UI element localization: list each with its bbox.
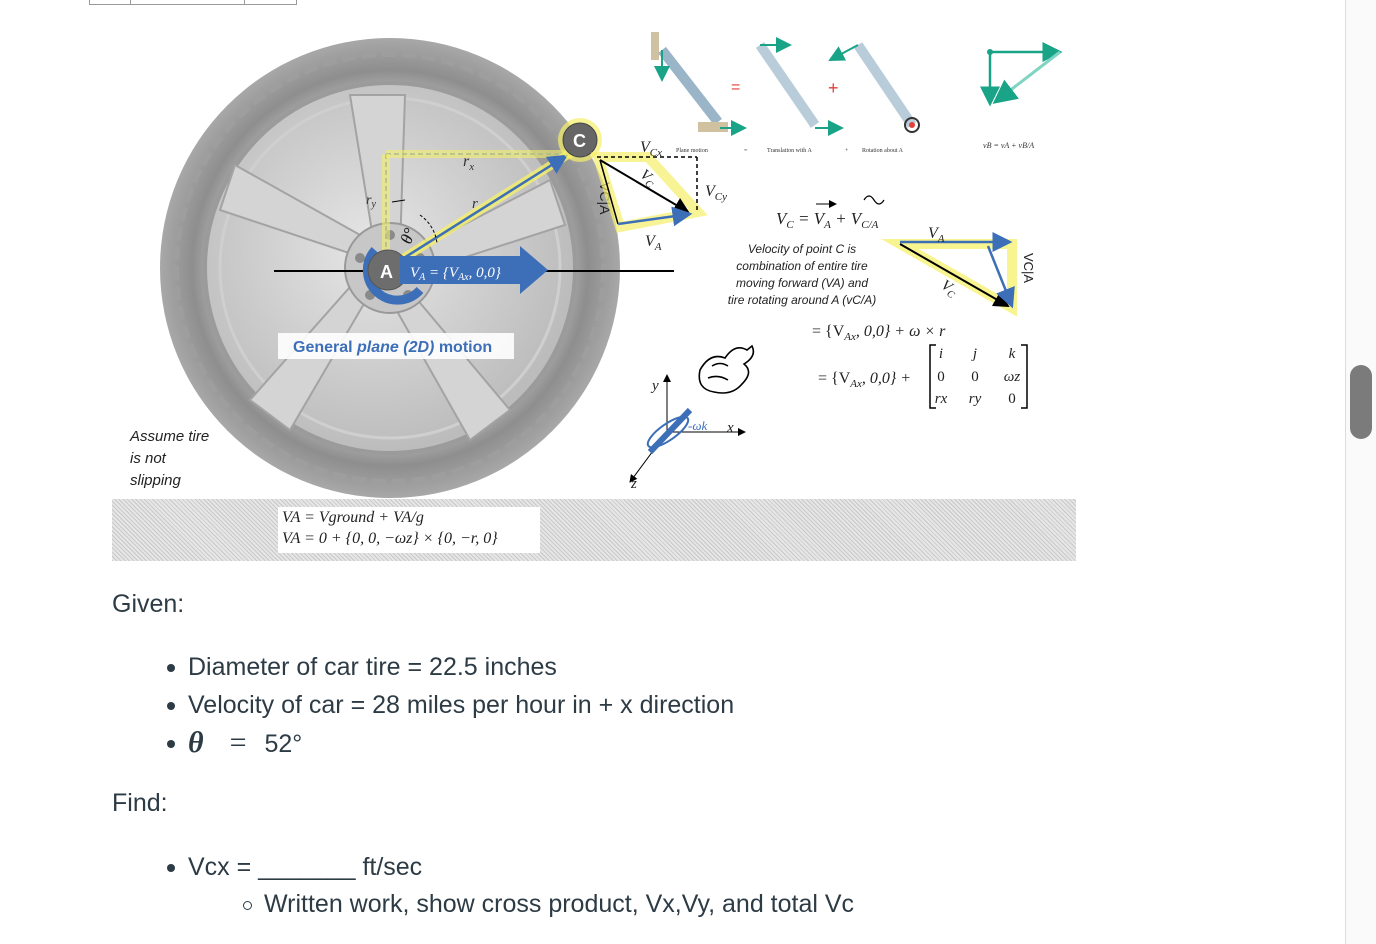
cross-product-eq1: = {VAx, 0,0} + ω × r: [812, 323, 946, 343]
tab-strip: [89, 0, 297, 5]
svg-text:Plane motion: Plane motion: [676, 148, 708, 154]
point-a-label: A: [380, 262, 393, 282]
svg-text:z: z: [630, 476, 637, 492]
scrollbar-thumb[interactable]: [1350, 365, 1372, 439]
given-item-theta: θ = 52°: [166, 724, 734, 762]
find-subitem-written-work: Written work, show cross product, Vx,Vy,…: [242, 885, 854, 923]
va-ground-equations: VA = Vground + VA/g VA = 0 + {0, 0, −ωz}…: [278, 507, 540, 553]
find-sublist: Written work, show cross product, Vx,Vy,…: [242, 885, 854, 923]
textbook-motion-figure: Plane motion = = Translation with A + + …: [651, 32, 1063, 154]
rotation-arrow: [362, 247, 424, 305]
point-c-label: C: [573, 131, 586, 151]
svg-text:Rotation about A: Rotation about A: [862, 148, 904, 154]
motion-label: General plane (2D) motion: [293, 339, 492, 356]
coordinate-axes: y x z -ωk: [629, 374, 746, 492]
svg-text:-ωk: -ωk: [688, 418, 708, 433]
svg-text:Velocity of point C is: Velocity of point C is: [748, 242, 856, 256]
svg-text:0: 0: [1008, 391, 1016, 407]
equation-line-1: VA = Vground + VA/g: [282, 509, 424, 526]
equation-band: [112, 499, 1076, 561]
svg-text:rx: rx: [935, 391, 948, 407]
right-hand-rule-icon: [698, 344, 755, 394]
ry-label: ry: [366, 193, 376, 210]
theta-equals: =: [229, 726, 247, 759]
find-list: Vcx = _______ ft/sec: [166, 848, 422, 886]
svg-text:=: =: [744, 148, 748, 154]
r-label: r: [472, 196, 478, 212]
svg-text:combination of entire tire: combination of entire tire: [736, 259, 868, 273]
point-c: [562, 122, 598, 158]
svg-text:i: i: [939, 346, 943, 362]
svg-text:ry: ry: [969, 391, 982, 407]
main-velocity-equation: VC = VA + VC/A: [776, 209, 879, 231]
svg-text:ωz: ωz: [1004, 369, 1021, 385]
cross-product-eq2: = {VAx, 0,0} +: [818, 370, 911, 390]
scrollbar-track[interactable]: [1345, 0, 1376, 944]
tire-diagram-figure: ry rx r θ° A VA = {VAx, 0,0} General pla…: [129, 32, 1063, 498]
svg-text:+: +: [845, 148, 849, 154]
tri-va-label: VA: [928, 225, 945, 245]
svg-text:+: +: [828, 78, 839, 98]
svg-text:tire rotating around A (vC/A): tire rotating around A (vC/A): [728, 293, 877, 307]
tri-vca-label: VC|A: [1021, 253, 1036, 283]
cross-product-matrix: i j k 0 0 ωz rx ry 0: [935, 346, 1021, 407]
given-list: Diameter of car tire = 22.5 inches Veloc…: [166, 648, 734, 762]
find-heading: Find:: [112, 789, 168, 817]
vcy-label: VCy: [705, 183, 727, 203]
rx-label: rx: [463, 153, 474, 173]
given-item-diameter: Diameter of car tire = 22.5 inches: [166, 648, 734, 686]
va-small-label: VA: [645, 233, 662, 253]
svg-text:j: j: [971, 346, 977, 362]
svg-text:x: x: [726, 420, 734, 436]
given-heading: Given:: [112, 590, 185, 618]
theta-symbol: θ: [188, 726, 204, 759]
svg-text:y: y: [650, 378, 659, 394]
svg-text:Translation with A: Translation with A: [767, 148, 812, 154]
va-arrow: [400, 246, 548, 294]
svg-text:0: 0: [937, 369, 945, 385]
svg-text:k: k: [1009, 346, 1016, 362]
vcx-label: VCx: [640, 139, 662, 159]
assumption-note: Assume tire is not slipping: [129, 428, 213, 489]
equation-line-2: VA = 0 + {0, 0, −ωz} × {0, −r, 0}: [282, 530, 498, 547]
velocity-description: Velocity of point C is combination of en…: [728, 242, 877, 307]
theta-angle-label: θ°: [396, 225, 419, 246]
va-equation: VA = {VAx, 0,0}: [410, 265, 501, 283]
given-item-velocity: Velocity of car = 28 miles per hour in +…: [166, 686, 734, 724]
theta-value: 52°: [264, 730, 303, 758]
svg-text:vB = vA + vB/A: vB = vA + vB/A: [983, 141, 1034, 150]
find-item-vcx: Vcx = _______ ft/sec: [166, 848, 422, 886]
svg-text:0: 0: [971, 369, 979, 385]
svg-text:=: =: [731, 79, 740, 96]
svg-text:moving forward (VA) and: moving forward (VA) and: [736, 276, 868, 290]
